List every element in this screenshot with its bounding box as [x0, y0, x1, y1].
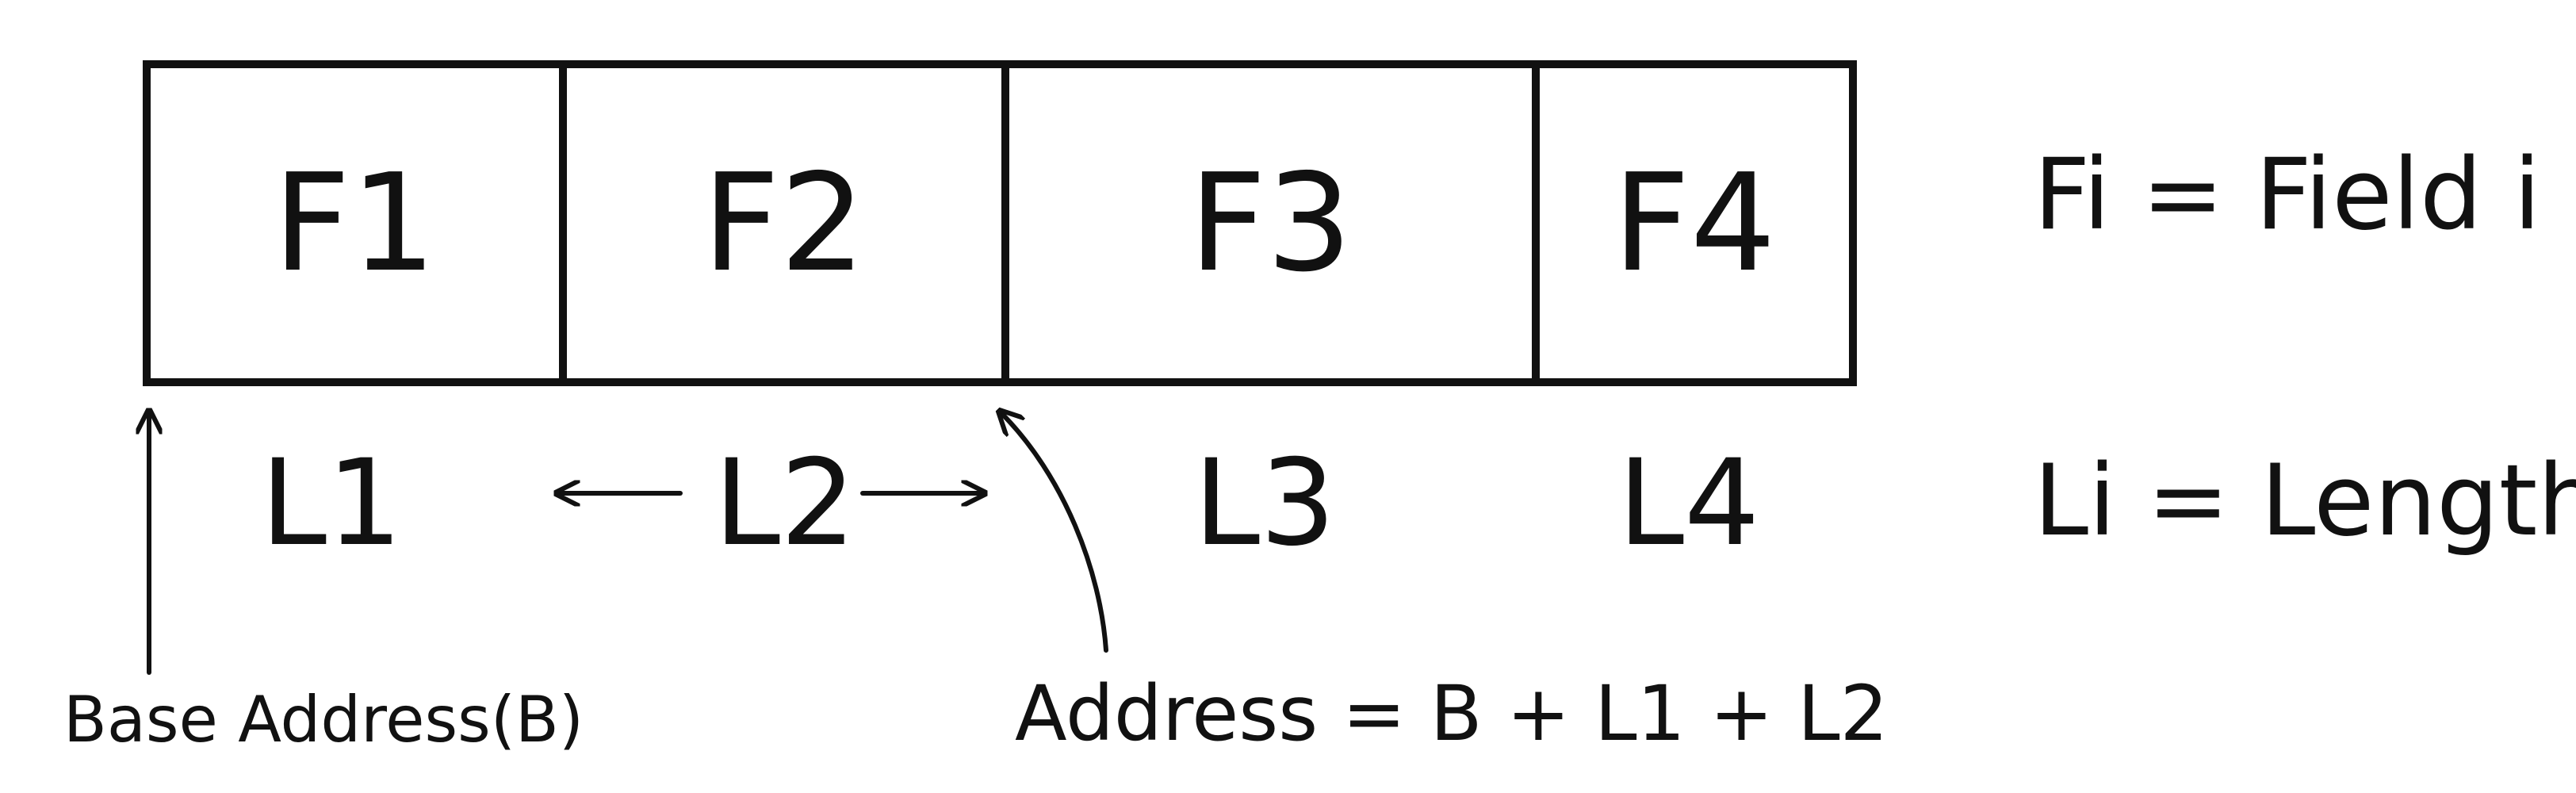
field-f3: F3: [1001, 68, 1532, 378]
address-pointer-arrow: [1001, 412, 1108, 653]
length-l2: L2: [714, 435, 856, 573]
base-address-label: Base Address(B): [63, 683, 584, 757]
field-f1: F1: [273, 144, 437, 302]
length-legend: Li = Length i: [2034, 444, 2576, 558]
length-l1: L1: [260, 435, 403, 573]
field-f2: F2: [558, 68, 1001, 378]
length-l4: L4: [1617, 435, 1760, 573]
record-box: F1 F2 F3 F4: [143, 60, 1857, 386]
address-formula: Address = B + L1 + L2: [1015, 669, 1889, 758]
length-l3: L3: [1193, 435, 1336, 573]
field-f4: F4: [1531, 68, 1849, 378]
field-legend: Fi = Field i: [2034, 138, 2541, 252]
